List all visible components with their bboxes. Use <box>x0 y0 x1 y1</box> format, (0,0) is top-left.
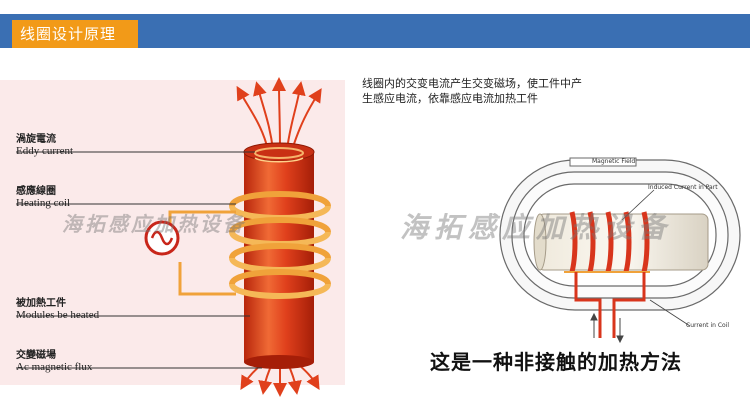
label-eddy-current-zh: 渦旋電流 <box>16 134 56 145</box>
label-heating-coil-en: Heating coil <box>16 197 71 209</box>
current-in-coil-label: Current in Coil <box>686 322 730 329</box>
watermark-right: 海拓感应加热设备 <box>400 211 673 244</box>
induced-current-label: Induced Current in Part <box>648 184 718 191</box>
label-eddy-current-en: Eddy current <box>16 145 74 157</box>
workpiece-cylinder <box>243 142 315 369</box>
label-eddy-current: 渦旋電流 Eddy current <box>16 130 73 157</box>
label-workpiece-en: Modules be heated <box>16 309 100 321</box>
label-heating-coil-zh: 感應線圈 <box>16 186 56 197</box>
label-magnetic-flux-zh: 交變磁場 <box>16 350 56 361</box>
watermark-left: 海拓感应加热设备 <box>62 212 246 236</box>
caption: 这是一种非接触的加热方法 <box>430 350 682 374</box>
intro-text: 线圈内的交变电流产生交变磁场，使工件中产生感应电流，依靠感应电流加热工件 <box>362 77 582 105</box>
label-magnetic-flux-en: Ac magnetic flux <box>16 361 93 373</box>
label-workpiece-zh: 被加熱工件 <box>16 298 66 309</box>
ac-source-icon <box>144 220 180 256</box>
magnetic-field-label: Magnetic Field <box>592 158 636 165</box>
eddy-current-arrow <box>254 157 304 163</box>
label-workpiece: 被加熱工件 Modules be heated <box>16 294 99 321</box>
right-diagram <box>499 157 741 344</box>
label-magnetic-flux: 交變磁場 Ac magnetic flux <box>16 346 92 373</box>
label-leader-lines <box>16 151 262 369</box>
label-heating-coil: 感應線圈 Heating coil <box>16 182 70 209</box>
page-title: 线圈设计原理 <box>12 20 138 48</box>
